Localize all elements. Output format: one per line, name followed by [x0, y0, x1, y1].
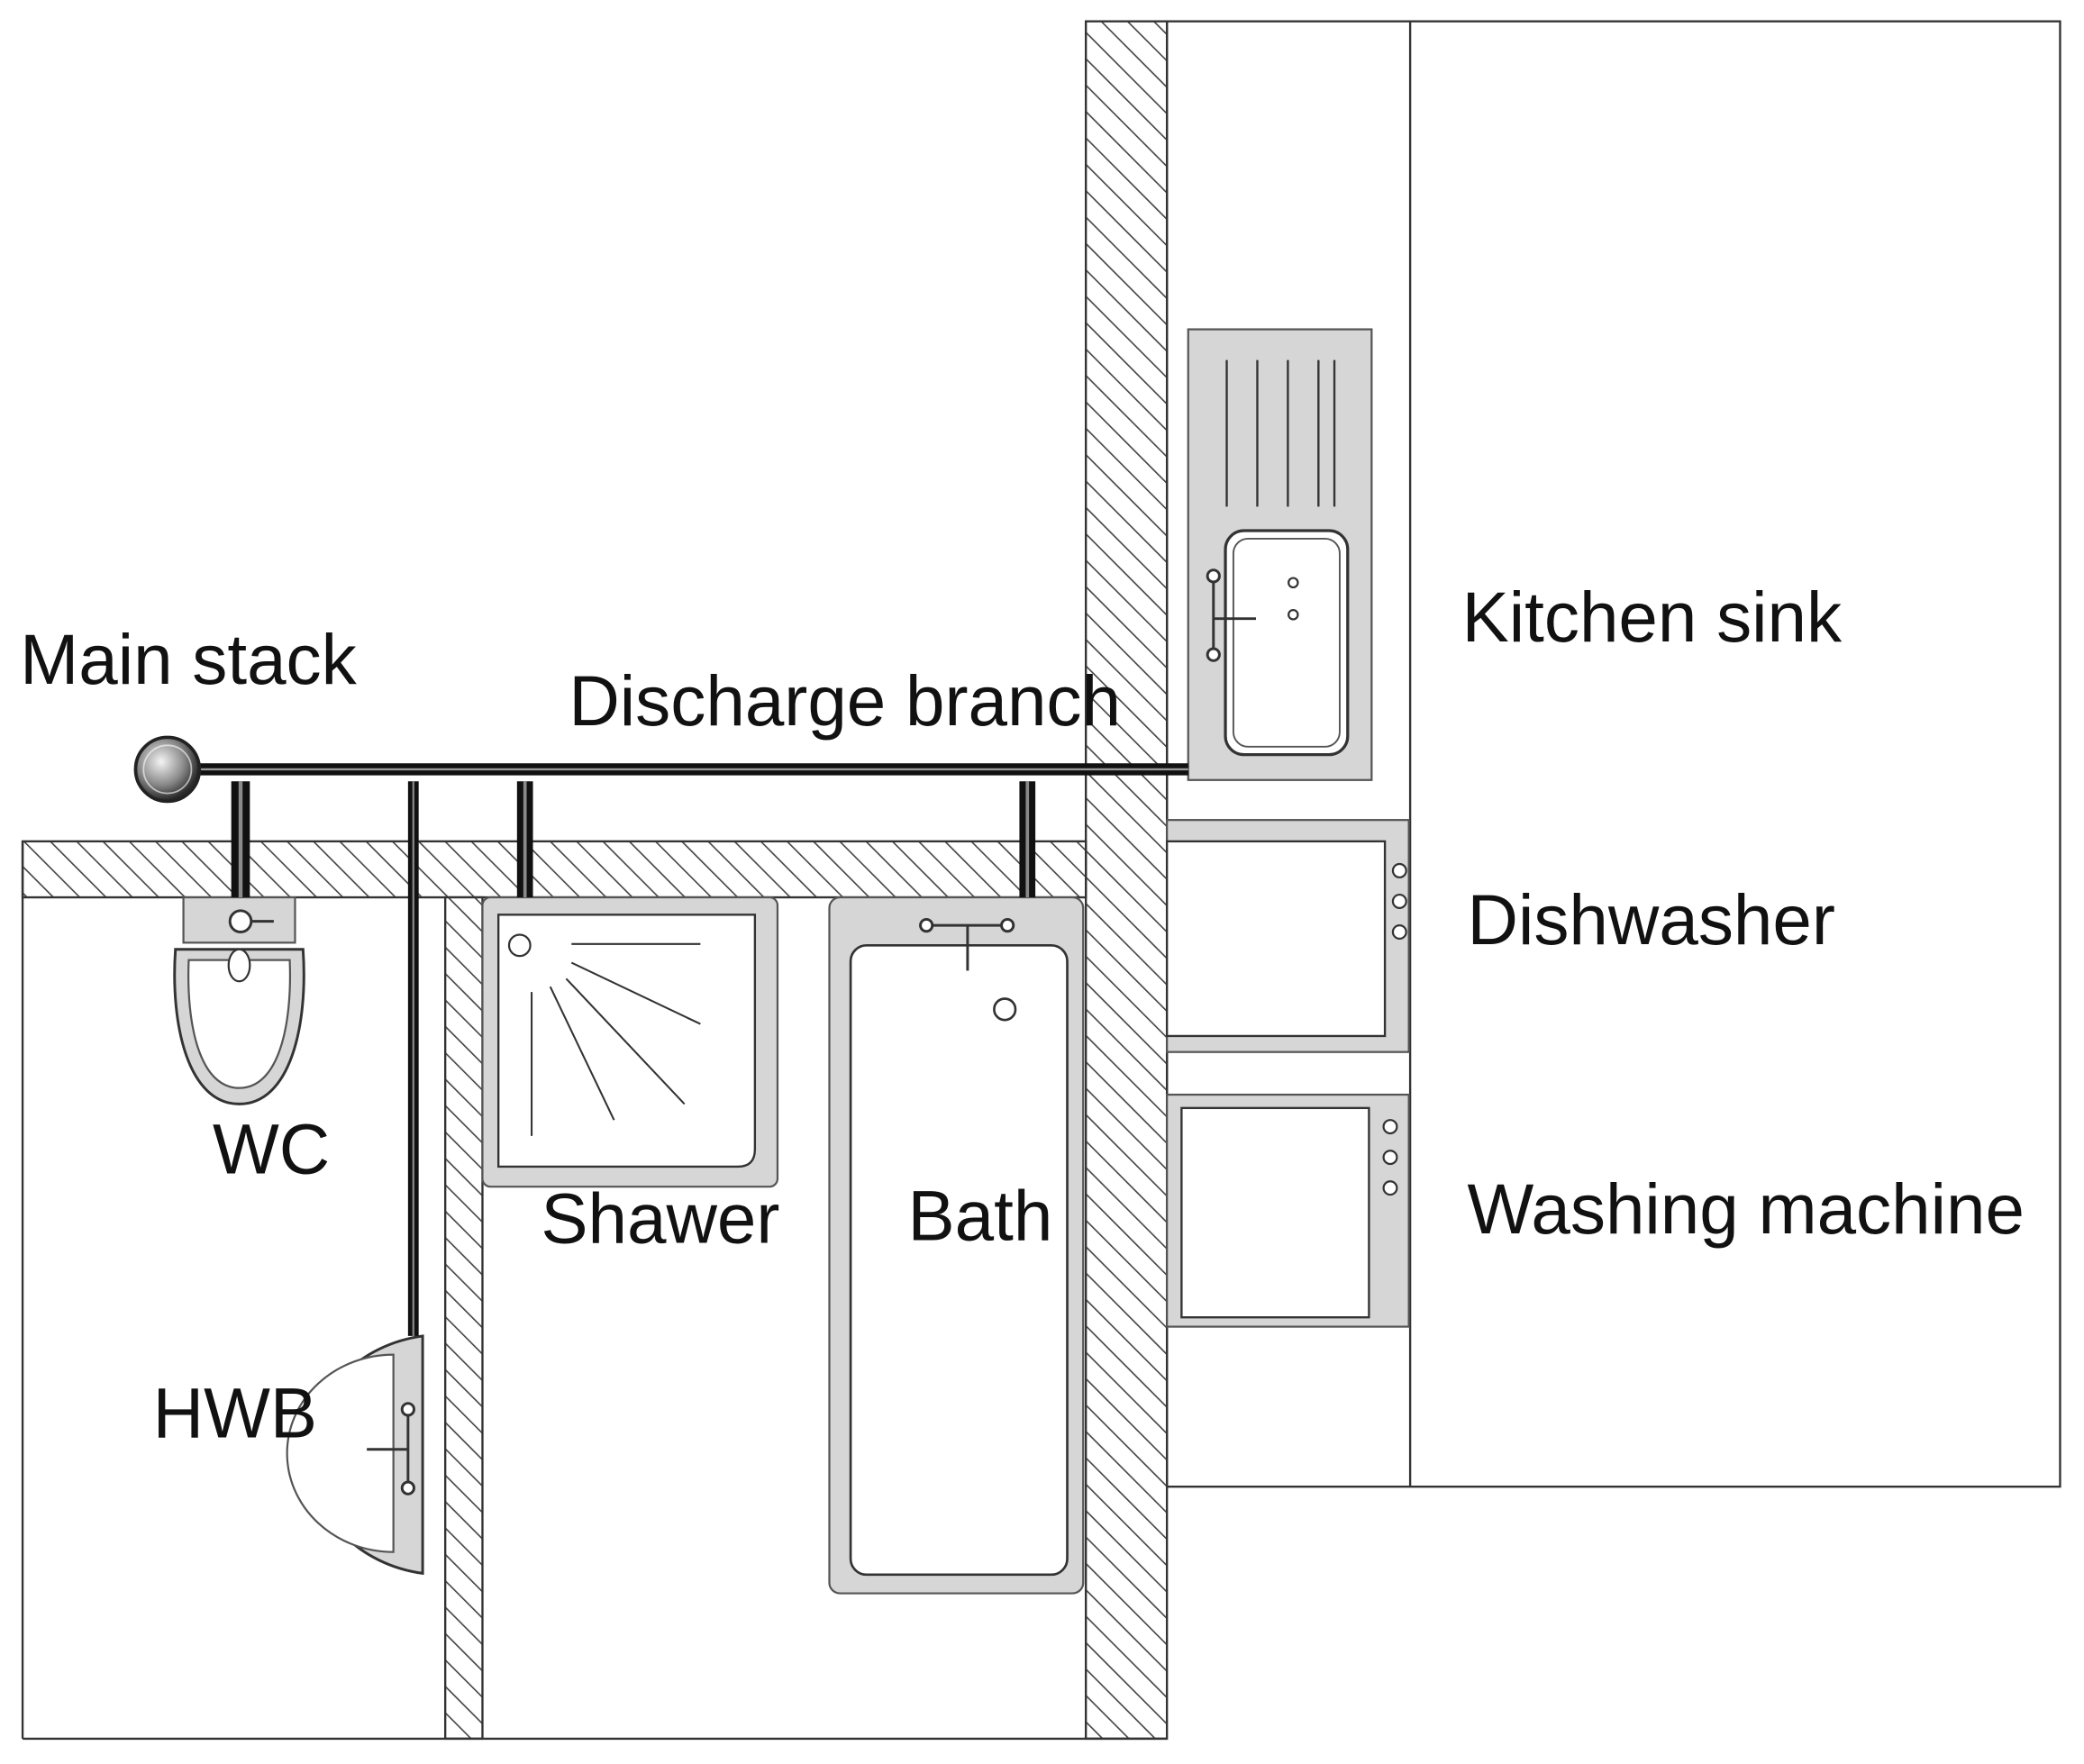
- label-dishwasher: Dishwasher: [1468, 880, 1835, 959]
- label-kitchen-sink: Kitchen sink: [1462, 577, 1843, 657]
- main-stack-icon: [133, 735, 202, 804]
- label-hwb: HWB: [153, 1373, 317, 1452]
- labels: Main stack Discharge branch Kitchen sink…: [20, 577, 2025, 1453]
- wc-flush-handle: [228, 909, 253, 933]
- kitchen-sink-bowl: [1224, 529, 1350, 757]
- shower-spray-lines: [531, 942, 701, 1136]
- label-wc: WC: [213, 1109, 330, 1188]
- bath-basin: [849, 943, 1069, 1577]
- bath-plug: [993, 997, 1017, 1022]
- dishwasher-unit: [1165, 819, 1410, 1053]
- shower-fixture: [481, 896, 779, 1188]
- walls: [21, 20, 1169, 1741]
- sink-plug: [1288, 577, 1299, 589]
- washing-machine-unit: [1166, 1093, 1410, 1328]
- dishwasher-door: [1165, 840, 1387, 1038]
- shower-head: [507, 933, 532, 958]
- wc-bowl-inner: [187, 959, 292, 1089]
- dishwasher-knobs: [1391, 862, 1407, 941]
- hwb-basin-inner: [286, 1353, 395, 1553]
- wall-bathroom-top: [21, 840, 1088, 899]
- kitchen-sink-unit: [1187, 328, 1373, 781]
- sink-tap: [1206, 568, 1256, 662]
- label-bath: Bath: [908, 1176, 1053, 1255]
- label-main-stack: Main stack: [20, 620, 357, 699]
- pipework: [133, 735, 1188, 1336]
- bathroom-room: [21, 841, 1168, 1741]
- washing-machine-knobs: [1382, 1119, 1398, 1196]
- wall-bathroom-partition: [443, 896, 484, 1741]
- label-shower: Shawer: [541, 1178, 779, 1258]
- drainer-grooves: [1225, 359, 1336, 507]
- wc-trap: [227, 948, 251, 983]
- wall-kitchen-vertical: [1084, 20, 1169, 1741]
- label-discharge-branch: Discharge branch: [569, 661, 1121, 741]
- label-washing-machine: Washing machine: [1468, 1169, 2025, 1249]
- bath-fixture: [828, 896, 1085, 1595]
- bath-tap: [919, 917, 1015, 971]
- washing-machine-door: [1180, 1106, 1370, 1319]
- sink-overflow: [1288, 608, 1299, 621]
- hwb-tap: [367, 1402, 415, 1496]
- shower-tray-inner: [496, 914, 757, 1168]
- hwb-fixture: [286, 1334, 424, 1576]
- wc-fixture: [173, 896, 305, 1105]
